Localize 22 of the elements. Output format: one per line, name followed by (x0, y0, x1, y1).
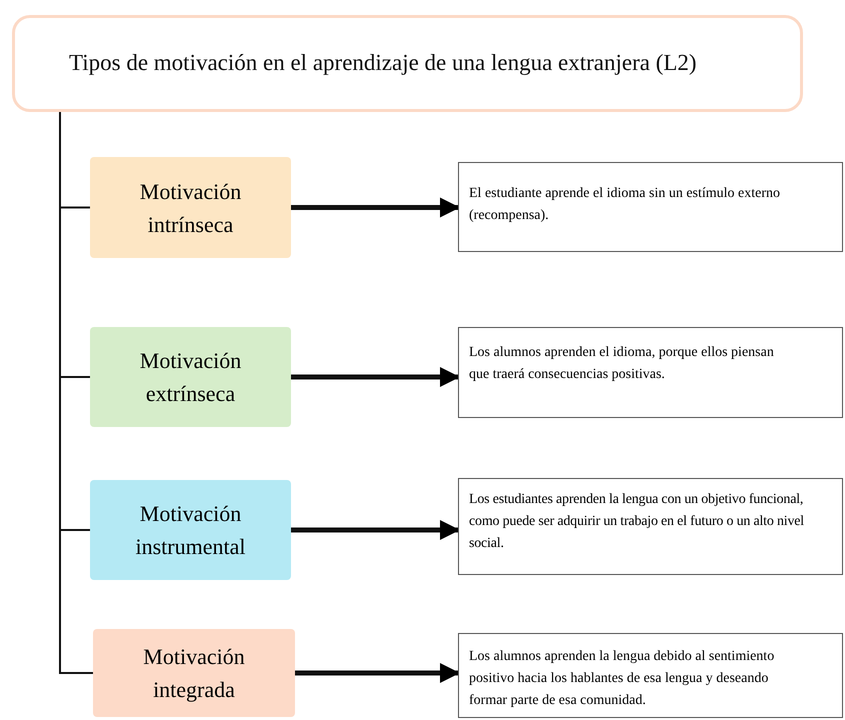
node-text: Los estudiantes aprenden la lengua con un objetivo funcional, como puede ser adquirir un trabajo en el futuro o un alto nivel social. (469, 491, 805, 553)
node-text: Los alumnos aprenden la lengua debido al sentimiento positivo hacia los hablantes de esa lengua y deseando formar parte de esa comunidad. (469, 648, 776, 710)
category-box (90, 327, 291, 427)
arrow (291, 367, 460, 387)
description-box (458, 162, 843, 252)
title-box (12, 15, 803, 112)
node-text: El estudiante aprende el idioma sin un estímulo externo (recompensa). (469, 185, 782, 225)
category-box (90, 480, 291, 580)
node-text: Los alumnos aprenden el idioma, porque ellos piensan que traerá consecuencias positivas. (469, 344, 775, 384)
arrow (295, 663, 460, 683)
description-box (458, 327, 843, 418)
arrow (291, 198, 460, 218)
arrow (291, 520, 460, 540)
description-box (458, 633, 843, 718)
category-box (90, 157, 291, 258)
node-text: Motivación extrínseca (138, 347, 242, 408)
node-text: Motivación instrumental (134, 500, 246, 561)
description-box (458, 478, 843, 575)
node-text: Tipos de motivación en el aprendizaje de una lengua extranjera (L2) (69, 49, 698, 78)
node-text: Motivación intrínseca (138, 178, 242, 238)
node-text: Motivación integrada (142, 643, 246, 704)
category-box (93, 629, 295, 717)
